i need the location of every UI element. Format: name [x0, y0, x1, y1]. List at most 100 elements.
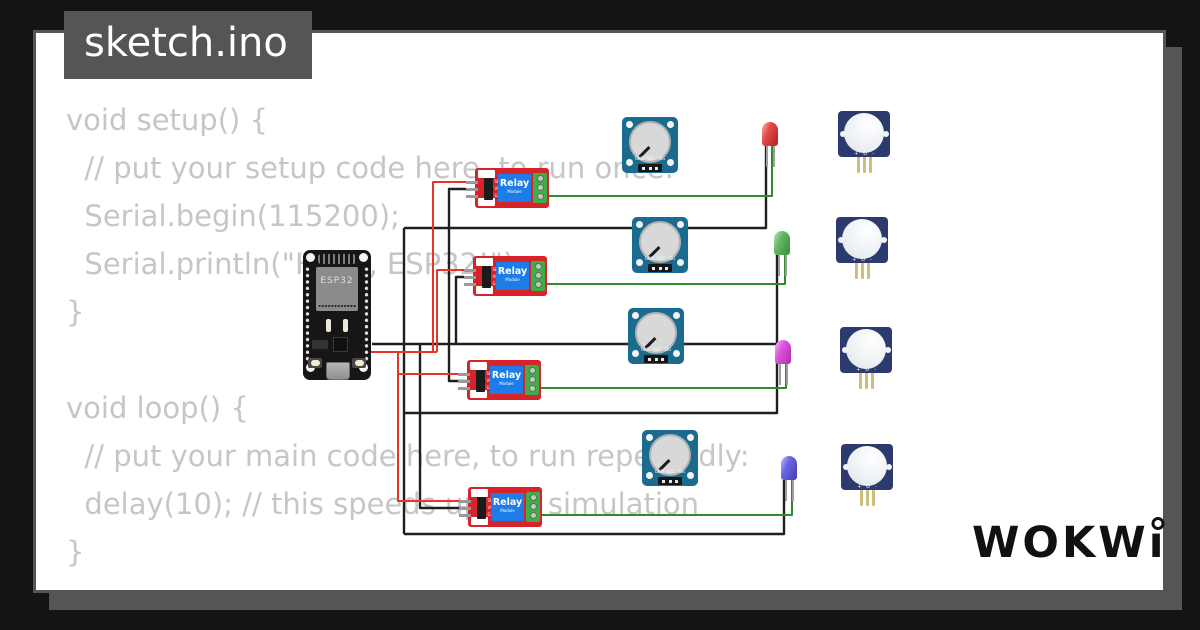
mount-hole	[632, 350, 639, 357]
wire-relay3-led3	[534, 364, 787, 389]
relay-pin-label: SIG	[493, 268, 500, 272]
relay-body: Relay Module	[491, 493, 524, 521]
pir-pin-labels: +D-	[854, 151, 874, 157]
wire-relay4-gnd	[418, 344, 466, 510]
relay-module-1: SIG VCC GND Relay Module	[466, 168, 549, 208]
led-cathode-leg	[784, 479, 787, 501]
esp32-usb-ic	[334, 338, 347, 351]
relay-pin-gnd	[464, 283, 476, 286]
pot-connector	[658, 477, 682, 485]
button-cap	[354, 360, 364, 366]
mount-hole	[687, 472, 694, 479]
relay-pin-sig	[458, 373, 470, 376]
terminal-screw	[528, 385, 536, 392]
mount-hole	[306, 253, 315, 262]
pot-pin	[652, 266, 655, 270]
terminal-screw	[529, 494, 537, 501]
pir-sensor-1: +D-	[838, 111, 890, 173]
relay-label: Relay	[492, 497, 523, 508]
mount-hole	[646, 434, 653, 441]
wire-relay1-relay3-gnd	[447, 187, 466, 383]
relay-pin-header	[482, 266, 491, 288]
pir-pin	[866, 490, 869, 506]
relay-pin-vcc	[464, 276, 476, 279]
pir-sensor-3: +D-	[840, 327, 892, 389]
esp32-chip: ESP32	[316, 267, 358, 311]
relay-pin-label: SIG	[488, 499, 495, 503]
mount-hole	[673, 312, 680, 319]
pir-pin	[857, 157, 860, 173]
mount-hole	[687, 434, 694, 441]
terminal-screw	[528, 367, 536, 374]
relay-pin-gnd	[458, 387, 470, 390]
pir-pin	[860, 490, 863, 506]
esp32-pin-header-left	[305, 266, 310, 361]
wire-relay4-vcc	[397, 352, 466, 502]
code-line-10: }	[66, 535, 85, 569]
pir-sensor-4: +D-	[841, 444, 893, 506]
pot-pin	[642, 166, 645, 170]
led-cathode-leg	[778, 363, 781, 385]
pir-pin	[863, 157, 866, 173]
wire-led2-return	[404, 255, 779, 415]
mount-hole	[842, 464, 849, 470]
relay-pin-label: SIG	[487, 372, 494, 376]
preview-card	[33, 30, 1166, 593]
pir-fresnel-dome	[842, 219, 882, 259]
led-blue	[781, 456, 797, 502]
pot-connector	[648, 264, 672, 272]
terminal-screw	[534, 281, 542, 288]
wire-led1-return	[404, 146, 768, 230]
wire-relay1-vcc	[432, 181, 466, 352]
relay-pin-vcc	[459, 507, 471, 510]
code-line-7: void loop() {	[66, 391, 249, 425]
code-line-8: // put your main code here, to run repea…	[66, 439, 750, 473]
led-body	[762, 122, 778, 146]
wire-relay2-vcc	[436, 269, 464, 352]
relay-power-led	[470, 362, 487, 370]
esp32-led	[343, 319, 348, 332]
pot-pin	[658, 266, 662, 270]
relay-body: Relay Module	[498, 174, 531, 202]
relay-pin-sig	[466, 181, 478, 184]
terminal-screw	[529, 512, 537, 519]
esp32-pin-header-right	[364, 266, 369, 361]
pir-pin	[867, 263, 870, 279]
terminal-screw	[534, 263, 542, 270]
relay-label: Relay	[491, 370, 522, 381]
led-body	[774, 231, 790, 255]
mount-hole	[667, 121, 674, 128]
esp32-usb-connector	[326, 362, 350, 380]
pir-pin	[869, 157, 872, 173]
relay-terminal-block	[533, 173, 547, 203]
ring-icon	[1151, 517, 1165, 530]
relay-pin-sig	[464, 269, 476, 272]
relay-module-3: SIG VCC GND Relay Module	[458, 360, 541, 400]
mount-hole	[880, 237, 887, 243]
pir-fresnel-dome	[847, 446, 887, 486]
led-anode-leg	[773, 145, 775, 167]
pot-pin	[648, 357, 651, 361]
pot-pin	[675, 479, 678, 483]
led-anode-leg	[792, 479, 794, 501]
relay-label: Relay	[499, 178, 530, 189]
mount-hole	[626, 121, 633, 128]
mount-hole	[359, 253, 368, 262]
esp32-chip-label: ESP32	[320, 276, 354, 286]
relay-pin-vcc	[458, 380, 470, 383]
relay-pin-header	[484, 178, 493, 200]
relay-module-4: SIG VCC GND Relay Module	[459, 487, 542, 527]
code-line-1: void setup() {	[66, 103, 268, 137]
code-preview: void setup() { // put your setup code he…	[66, 96, 750, 576]
pir-pin	[861, 263, 864, 279]
pot-connector	[638, 164, 662, 172]
pot-knob	[649, 434, 691, 476]
pir-pin	[865, 373, 868, 389]
mount-hole	[673, 350, 680, 357]
terminal-screw	[536, 193, 544, 200]
mount-hole	[632, 312, 639, 319]
